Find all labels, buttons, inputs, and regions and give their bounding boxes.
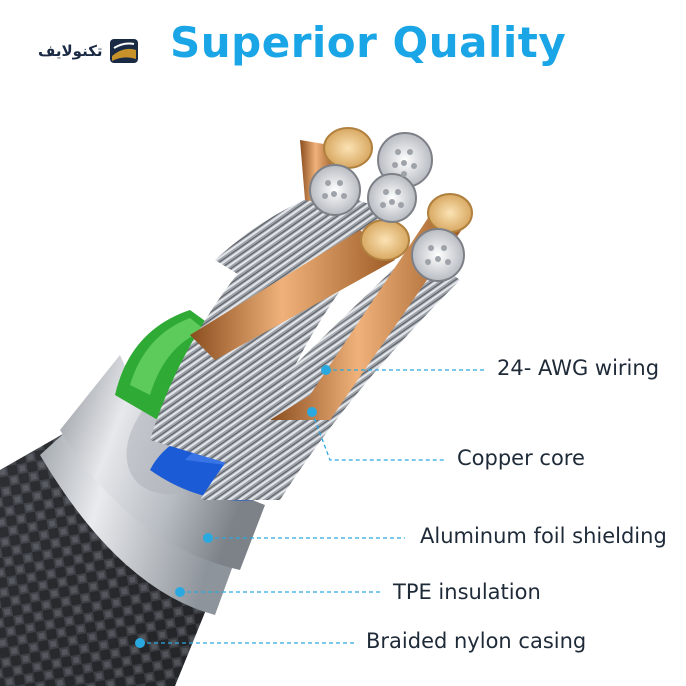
callout-dot-awg	[321, 365, 331, 375]
callout-line-copper	[311, 411, 445, 461]
page-title: Superior Quality	[170, 18, 567, 67]
braided-nylon-casing	[0, 430, 210, 686]
callout-dot-foil	[203, 533, 213, 543]
callout-label-tpe: TPE insulation	[393, 580, 541, 604]
callout-dot-tpe	[175, 587, 185, 597]
callout-lines	[140, 369, 486, 644]
callout-label-copper: Copper core	[457, 446, 585, 470]
callout-dot-copper	[307, 407, 317, 417]
logo-text: تکنولایف	[38, 42, 103, 60]
callout-markers	[135, 365, 331, 648]
callout-dot-braid	[135, 638, 145, 648]
brand-logo: تکنولایف	[38, 34, 142, 68]
callout-label-braid: Braided nylon casing	[366, 629, 587, 653]
callout-label-awg: 24- AWG wiring	[497, 356, 660, 380]
logo-mark-icon	[109, 39, 138, 63]
callout-label-foil: Aluminum foil shielding	[420, 524, 667, 548]
wire-end-faces	[309, 127, 473, 282]
